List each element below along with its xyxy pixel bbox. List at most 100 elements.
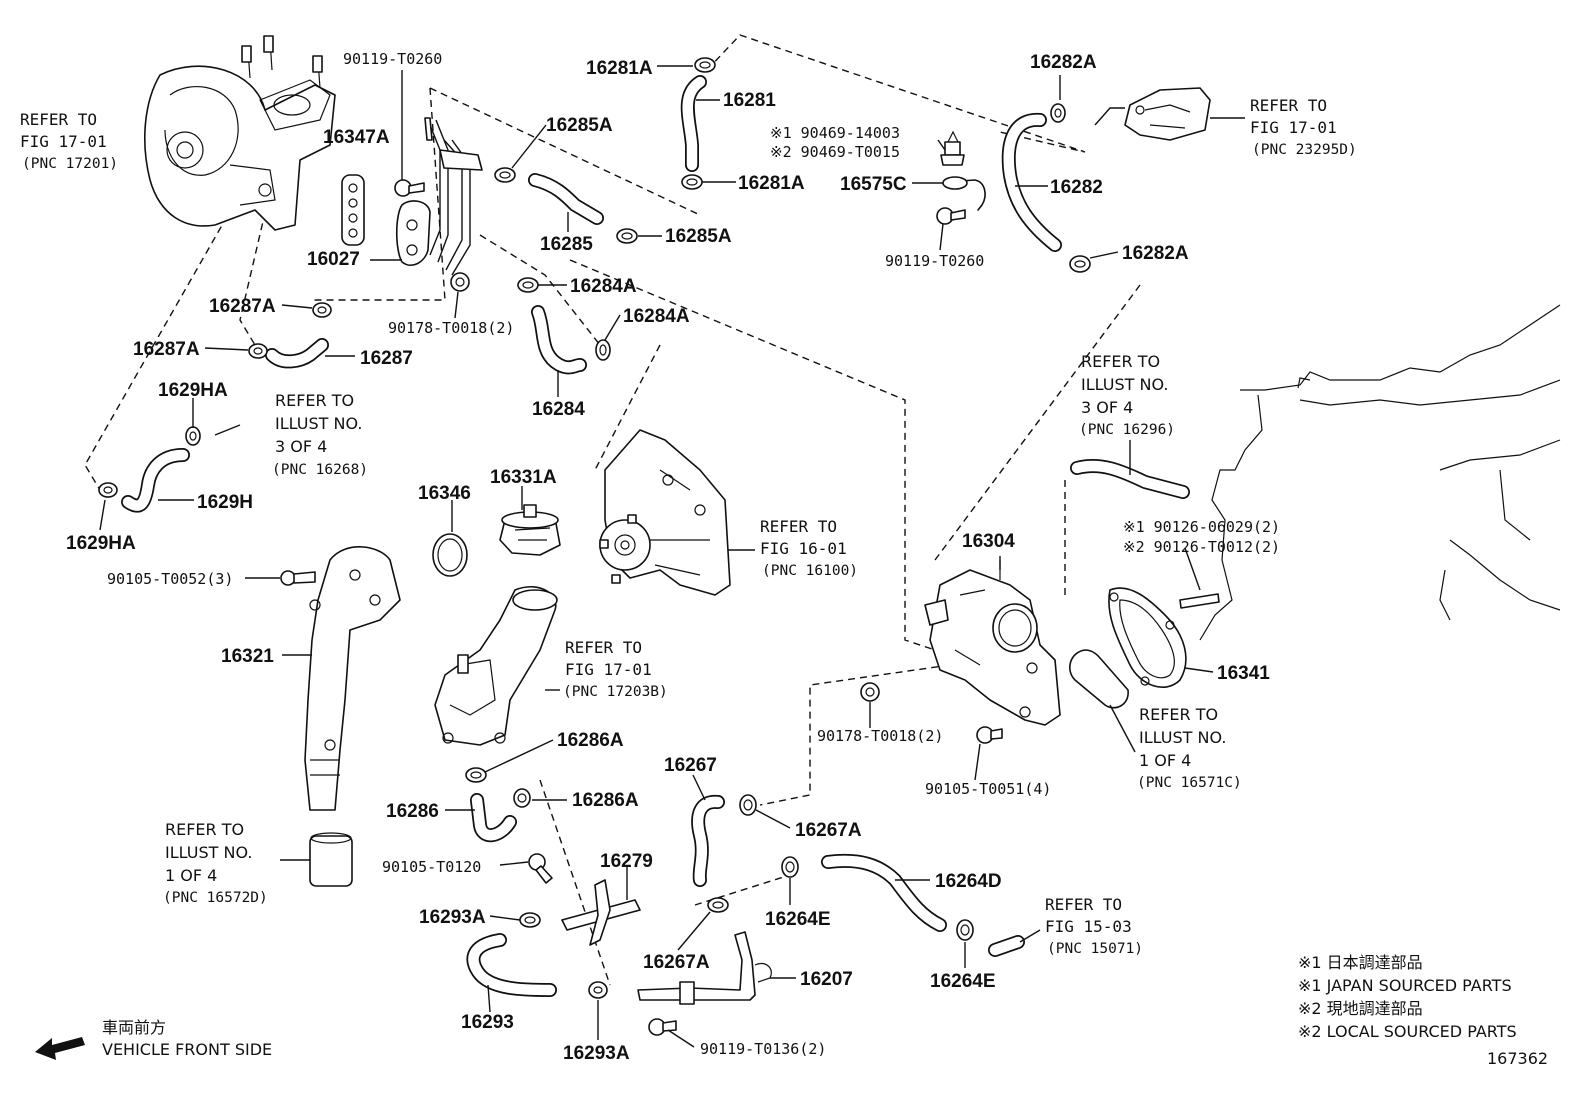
part-label-1629HA: 1629HA xyxy=(66,533,136,554)
clamp-icon xyxy=(312,302,332,318)
clamp-icon xyxy=(185,426,201,446)
fastener-label: ※2 90469-T0015 xyxy=(770,143,900,161)
dashed-connection-lines xyxy=(84,34,1141,986)
fastener-label: 90119-T0260 xyxy=(885,252,984,270)
clamp-icon xyxy=(1050,103,1066,123)
reference-note: REFER TO FIG 15-03 (PNC 15071) xyxy=(1045,895,1143,957)
clamp-icon xyxy=(465,767,487,783)
part-label-16287: 16287 xyxy=(360,348,413,369)
fastener-label: 90178-T0018(2) xyxy=(388,319,514,337)
gasket-16341 xyxy=(1108,587,1187,689)
hose-16286 xyxy=(470,793,517,843)
part-label-1629H: 1629H xyxy=(197,492,253,513)
bolt-icon xyxy=(976,726,1003,744)
reference-note: REFER TO ILLUST NO. 1 OF 4 (PNC 16572D) xyxy=(163,820,268,906)
part-label-16281A: 16281A xyxy=(738,173,805,194)
clamp-icon xyxy=(707,897,729,913)
bolt-icon xyxy=(394,179,425,197)
part-label-1629HA: 1629HA xyxy=(158,380,228,401)
reference-note: REFER TO FIG 17-01 (PNC 23295D) xyxy=(1250,96,1357,158)
turbo-pump-assembly xyxy=(144,35,336,231)
part-label-16267A: 16267A xyxy=(643,952,710,973)
clamp-icon xyxy=(739,794,757,816)
part-label-16284A: 16284A xyxy=(623,306,690,327)
clamp-icon xyxy=(519,912,541,928)
bypass-pipe-16027 xyxy=(395,117,483,276)
part-label-16207: 16207 xyxy=(800,969,853,990)
part-label-16341: 16341 xyxy=(1217,663,1270,684)
sourcing-legend: ※1 日本調達部品 ※1 JAPAN SOURCED PARTS ※2 現地調達… xyxy=(1298,953,1517,1041)
part-label-16267A: 16267A xyxy=(795,820,862,841)
part-label-16267: 16267 xyxy=(664,755,717,776)
diagram-id: 167362 xyxy=(1487,1049,1548,1068)
part-label-16285A: 16285A xyxy=(546,115,613,136)
hose-stub-16572D xyxy=(309,832,353,887)
clamp-icon xyxy=(1069,255,1091,273)
fastener-label: ※1 90126-06029(2) xyxy=(1123,518,1280,536)
clamp-icon xyxy=(513,788,531,808)
pipe-stub xyxy=(214,424,241,436)
front-arrow-icon xyxy=(35,1037,85,1060)
part-label-16293A: 16293A xyxy=(563,1043,630,1064)
part-label-16321: 16321 xyxy=(221,646,274,667)
water-inlet-16304 xyxy=(924,560,1061,726)
fastener-label: 90105-T0051(4) xyxy=(925,780,1051,798)
hose-16571C xyxy=(1069,649,1129,709)
part-label-16281: 16281 xyxy=(723,90,776,111)
vehicle-direction-note: 車両前方 VEHICLE FRONT SIDE xyxy=(102,1018,272,1059)
hose-1629H xyxy=(121,448,190,513)
bolt-icon xyxy=(648,1018,677,1036)
hose-16267 xyxy=(691,794,725,887)
part-label-16293: 16293 xyxy=(461,1012,514,1033)
part-label-16287A: 16287A xyxy=(209,296,276,317)
part-label-16286: 16286 xyxy=(386,801,439,822)
part-label-16282A: 16282A xyxy=(1122,243,1189,264)
nut-icon xyxy=(860,682,880,702)
thermostat-16331A xyxy=(499,504,561,556)
part-label-16346: 16346 xyxy=(418,483,471,504)
clamp-icon xyxy=(98,482,118,498)
part-label-16284: 16284 xyxy=(532,399,585,420)
nut-icon xyxy=(450,272,470,292)
clamp-icon xyxy=(681,174,703,190)
hose-16293 xyxy=(466,933,557,997)
part-label-16304: 16304 xyxy=(962,531,1015,552)
pipe-16279 xyxy=(561,879,641,946)
bolt-icon xyxy=(936,207,966,225)
thermostat-housing xyxy=(434,585,558,746)
reference-note: REFER TO FIG 17-01 (PNC 17203B) xyxy=(563,638,668,700)
part-label-16264E: 16264E xyxy=(930,971,996,992)
fastener-label: 90119-T0136(2) xyxy=(700,1040,826,1058)
hose-16281 xyxy=(680,75,707,172)
part-label-16575C: 16575C xyxy=(840,174,907,195)
part-label-16347A: 16347A xyxy=(323,127,390,148)
clamp-icon xyxy=(248,343,268,359)
part-label-16282: 16282 xyxy=(1050,177,1103,198)
direction-en: VEHICLE FRONT SIDE xyxy=(102,1040,272,1059)
stud-bolt-icon xyxy=(1179,593,1220,609)
clamp-icon xyxy=(694,57,716,73)
direction-jp: 車両前方 xyxy=(102,1018,166,1037)
hose-16296 xyxy=(1070,458,1190,499)
part-label-16287A: 16287A xyxy=(133,339,200,360)
water-outlet-part xyxy=(1094,87,1211,141)
reference-note: REFER TO ILLUST NO. 1 OF 4 (PNC 16571C) xyxy=(1137,705,1242,791)
reference-note: REFER TO FIG 17-01 (PNC 17201) xyxy=(20,110,118,172)
part-label-16293A: 16293A xyxy=(419,907,486,928)
reference-note: REFER TO ILLUST NO. 3 OF 4 (PNC 16296) xyxy=(1079,352,1175,438)
bracket-16575C xyxy=(942,176,986,211)
reference-note: REFER TO ILLUST NO. 3 OF 4 (PNC 16268) xyxy=(272,391,368,478)
part-label-16282A: 16282A xyxy=(1030,52,1097,73)
part-label-16027: 16027 xyxy=(307,249,360,270)
fastener-label: ※1 90469-14003 xyxy=(770,124,900,142)
leader-lines xyxy=(99,65,1245,1048)
bolt-icon xyxy=(280,570,316,586)
sensor-icon xyxy=(940,130,965,166)
legend-line: ※2 現地調達部品 xyxy=(1298,999,1423,1018)
fastener-labels: 90119-T0260 ※1 90469-14003 ※2 90469-T001… xyxy=(107,50,1280,1058)
fastener-label: 90178-T0018(2) xyxy=(817,727,943,745)
part-label-16279: 16279 xyxy=(600,851,653,872)
reference-notes: REFER TO FIG 17-01 (PNC 17201) REFER TO … xyxy=(20,96,1357,957)
